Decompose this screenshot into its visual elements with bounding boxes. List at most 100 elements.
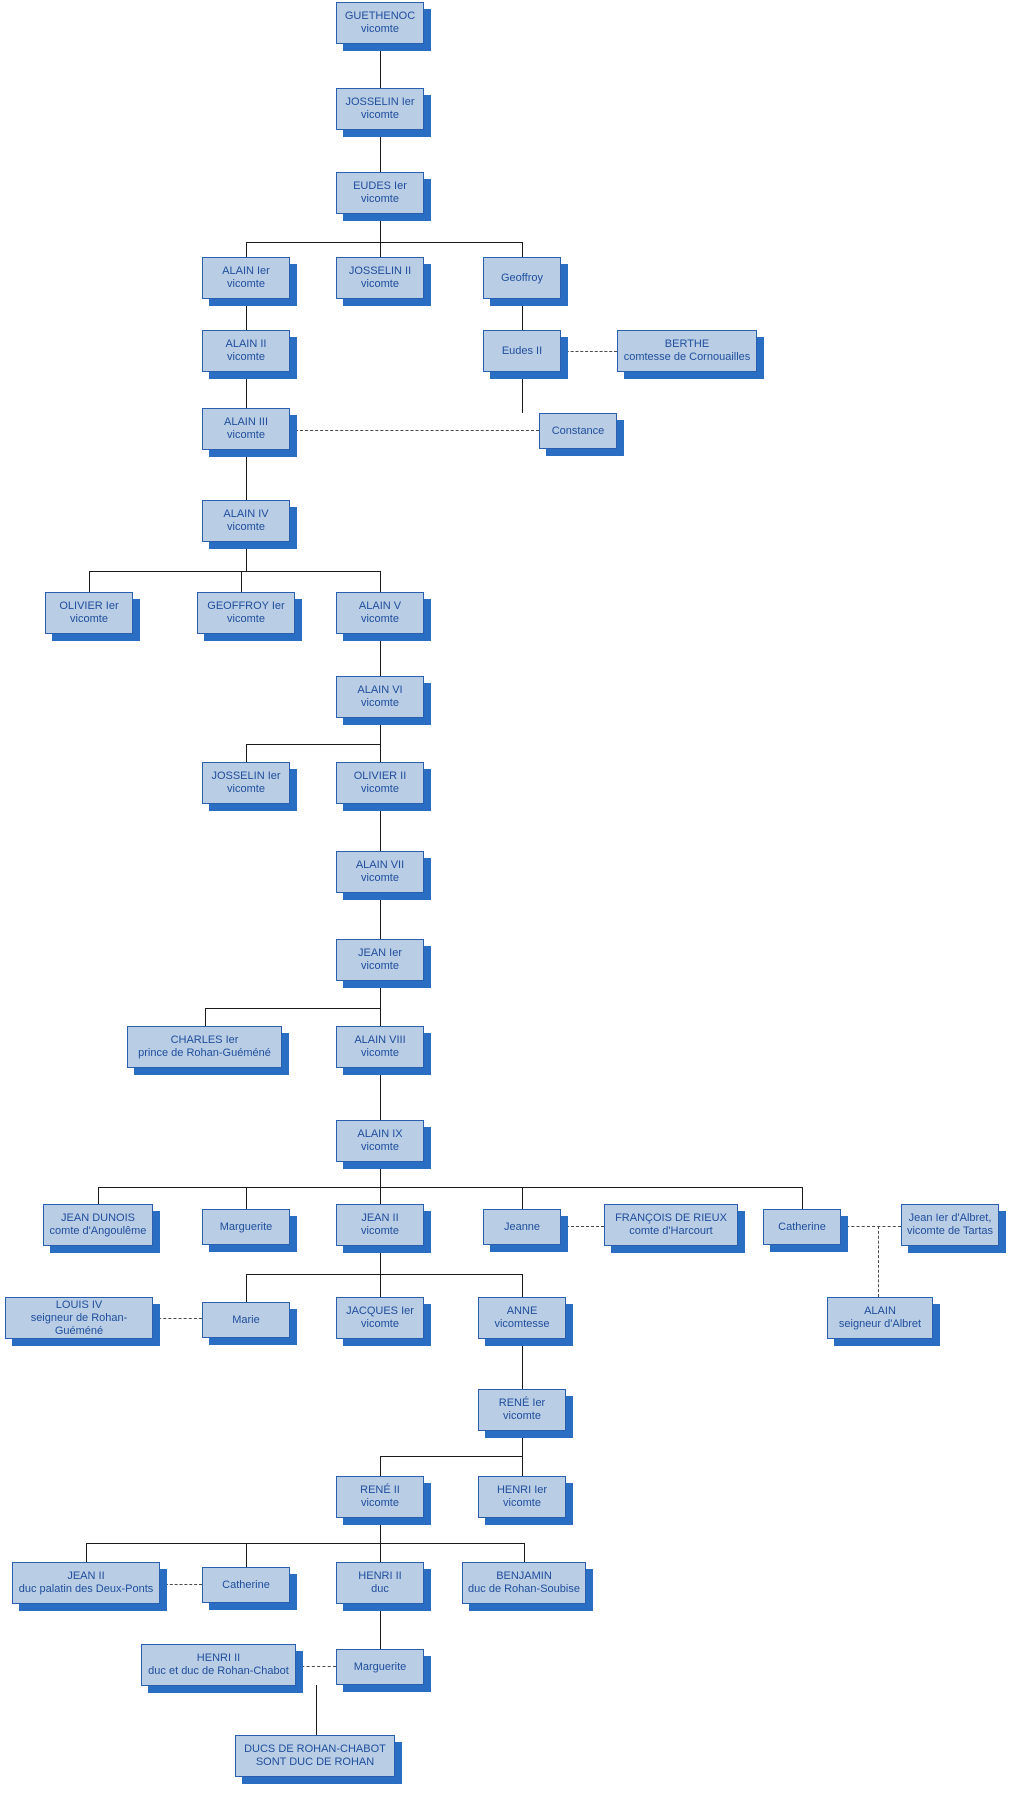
- connector-line: [380, 44, 381, 88]
- node-marguerite2[interactable]: Marguerite: [336, 1649, 424, 1685]
- connector-line: [522, 372, 523, 413]
- node-label-line: vicomte: [361, 1047, 399, 1059]
- node-label-line: comtesse de Cornouailles: [623, 351, 751, 363]
- connector-line: [89, 571, 380, 572]
- connector-line: [380, 718, 381, 744]
- node-label-line: vicomte: [361, 1225, 399, 1237]
- node-constance[interactable]: Constance: [539, 413, 617, 449]
- node-label-line: vicomte: [361, 109, 399, 121]
- node-label-line: EUDES Ier: [353, 180, 407, 192]
- node-label-line: vicomte: [361, 697, 399, 709]
- connector-line: [380, 1008, 381, 1026]
- node-label-line: HENRI II: [196, 1652, 241, 1664]
- node-label-line: vicomte: [227, 351, 265, 363]
- node-label: Catherine: [203, 1579, 289, 1592]
- node-jeanalbret[interactable]: Jean Ier d'Albret,vicomte de Tartas: [901, 1204, 999, 1246]
- node-jeanne[interactable]: Jeanne: [483, 1209, 561, 1245]
- node-label-line: duc et duc de Rohan-Chabot: [148, 1665, 289, 1677]
- node-label-line: Catherine: [778, 1220, 826, 1233]
- node-label-line: vicomte: [361, 872, 399, 884]
- node-catherine2[interactable]: Catherine: [202, 1567, 290, 1603]
- node-marguerite1[interactable]: Marguerite: [202, 1209, 290, 1245]
- node-label-line: ALAIN VIII: [354, 1034, 406, 1046]
- node-label-line: JEAN DUNOIS: [61, 1212, 135, 1224]
- node-label-line: Constance: [551, 424, 605, 437]
- connector-line: [522, 1431, 523, 1456]
- connector-line: [380, 1456, 522, 1457]
- connector-line: [241, 571, 242, 592]
- connector-line: [246, 744, 380, 745]
- node-label-line: OLIVIER Ier: [59, 600, 119, 612]
- node-label: Marie: [203, 1314, 289, 1327]
- marriage-connector-line: [561, 1226, 604, 1227]
- node-label-line: RENÉ Ier: [498, 1397, 546, 1409]
- node-geoffroy[interactable]: Geoffroy: [483, 257, 561, 299]
- node-label-line: vicomte de Tartas: [906, 1225, 993, 1237]
- node-eudes2[interactable]: Eudes II: [483, 330, 561, 372]
- connector-line: [802, 1187, 803, 1209]
- node-label-line: vicomte: [361, 960, 399, 972]
- node-label-line: ALAIN II: [225, 338, 267, 350]
- node-label: Eudes II: [484, 345, 560, 358]
- node-label-line: JOSSELIN Ier: [345, 96, 415, 108]
- connector-line: [522, 1339, 523, 1389]
- node-marie[interactable]: Marie: [202, 1302, 290, 1338]
- node-catherine1[interactable]: Catherine: [763, 1209, 841, 1245]
- node-label-line: vicomte: [361, 1141, 399, 1153]
- marriage-connector-line: [153, 1318, 202, 1319]
- node-label-line: vicomte: [70, 613, 108, 625]
- node-label-line: ALAIN VI: [357, 684, 403, 696]
- connector-line: [246, 450, 247, 500]
- node-label-line: ALAIN: [864, 1305, 896, 1317]
- node-label-line: HENRI Ier: [496, 1484, 548, 1496]
- connector-line: [380, 1604, 381, 1649]
